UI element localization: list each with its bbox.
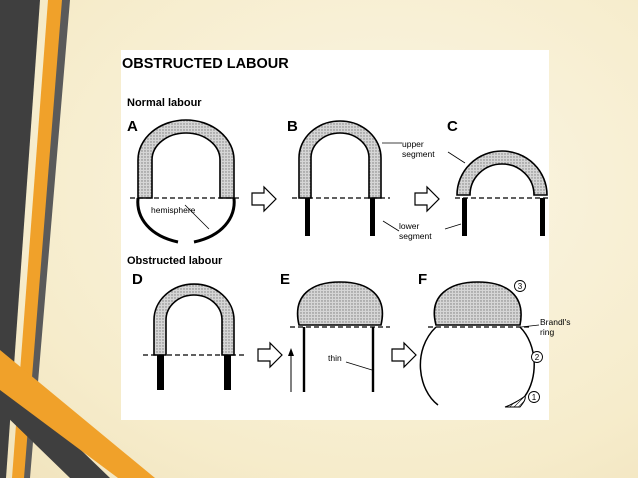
marker-1: 1 (532, 393, 537, 402)
label-lower: lower (399, 221, 419, 231)
decorative-stripes (0, 0, 155, 478)
figure-b-uterus (292, 120, 402, 236)
label-brandl: Brandl's (540, 317, 570, 327)
arrow-b-to-c (414, 185, 440, 213)
panel-label-f: F (418, 271, 427, 288)
marker-3: 3 (518, 282, 523, 291)
section-normal-label: Normal labour (127, 97, 202, 109)
label-upper-segment: segment (402, 149, 435, 159)
label-thin: thin (328, 353, 342, 363)
label-brandl-ring: ring (540, 327, 554, 337)
label-upper: upper (402, 139, 424, 149)
arrow-d-to-e (257, 341, 283, 369)
figure-e-uterus (288, 281, 390, 392)
figure-f-uterus (419, 280, 543, 408)
figure-c-uterus (444, 150, 551, 236)
section-obstructed-label: Obstructed labour (127, 255, 223, 267)
label-hemisphere: hemisphere (151, 205, 196, 215)
panel-label-b: B (287, 118, 298, 135)
marker-2: 2 (535, 353, 540, 362)
figure-a-uterus (130, 119, 242, 244)
arrow-e-to-f (391, 341, 417, 369)
panel-label-d: D (132, 271, 143, 288)
diagram-panel (121, 50, 549, 420)
arrow-a-to-b (251, 185, 277, 213)
panel-label-c: C (447, 118, 458, 135)
slide-title: OBSTRUCTED LABOUR (122, 56, 289, 72)
panel-label-a: A (127, 118, 138, 135)
label-lower-segment: segment (399, 231, 432, 241)
panel-label-e: E (280, 271, 290, 288)
figure-d-uterus (143, 283, 245, 390)
